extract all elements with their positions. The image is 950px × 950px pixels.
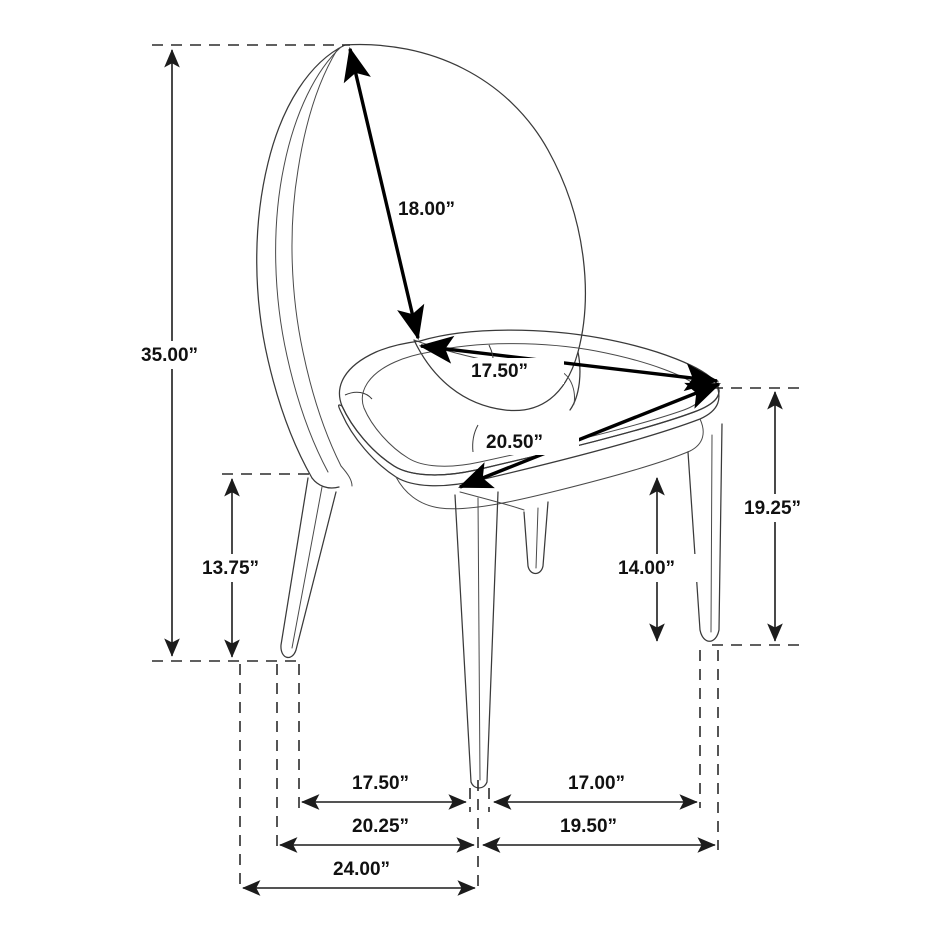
- dim-footprint-row-inner: 17.50” 17.00”: [301, 773, 698, 810]
- dim-seat-width: 20.50”: [458, 382, 721, 489]
- dim-seat-height-right-label-bg: [740, 494, 826, 522]
- dim-seat-depth-label-bg: [468, 358, 564, 384]
- seat-apron-lower-band-left: [395, 476, 561, 510]
- front-right-leg-inner: [710, 434, 713, 633]
- back-stile-left-inner: [340, 465, 353, 487]
- backrest-frame-middle: [275, 46, 342, 473]
- backrest-frame-inner: [291, 49, 342, 467]
- dim-seat-width-line: [458, 382, 721, 489]
- dim-seat-width-label-bg: [483, 429, 579, 455]
- rear-left-leg-inner: [291, 486, 323, 649]
- dim-back-height-line: [343, 47, 425, 340]
- backrest-frame-outer: [256, 44, 346, 479]
- stile-detail-curl: [344, 391, 373, 400]
- dim-footprint-left-mid-label: 20.25”: [352, 816, 409, 837]
- extension-lines: [152, 44, 800, 892]
- dim-back-height: 18.00”: [343, 47, 473, 340]
- dim-rear-leg-height: 13.75”: [198, 478, 284, 658]
- dim-footprint-left-inner-label: 17.50”: [352, 773, 409, 794]
- dim-seat-height-front-label: 14.00”: [618, 558, 675, 579]
- rear-right-leg-inner: [535, 507, 539, 569]
- dim-rear-leg-height-label: 13.75”: [202, 558, 259, 579]
- dim-footprint-row-overall: 24.00”: [242, 859, 476, 896]
- dim-seat-depth-label: 17.50”: [471, 361, 528, 382]
- dim-seat-height-right-label: 19.25”: [744, 498, 801, 519]
- dim-footprint-row-mid: 20.25” 19.50”: [279, 816, 716, 853]
- chair-illustration: [256, 43, 723, 789]
- dim-footprint-overall-label: 24.00”: [333, 859, 390, 880]
- rear-right-leg: [523, 501, 549, 575]
- dim-seat-width-label: 20.50”: [486, 432, 543, 453]
- dim-overall-height-label: 35.00”: [141, 345, 198, 366]
- dim-seat-depth: 17.50”: [418, 335, 720, 392]
- dim-seat-depth-line: [418, 335, 720, 392]
- dim-seat-height-front: 14.00”: [614, 477, 700, 642]
- dim-back-height-label-bg: [395, 196, 473, 222]
- dim-seat-width-leader: [472, 424, 479, 453]
- dim-seat-height-right: 19.25”: [740, 391, 826, 642]
- rear-left-leg: [280, 477, 337, 659]
- front-center-leg: [454, 491, 499, 789]
- dim-footprint-right-mid-label: 19.50”: [560, 816, 617, 837]
- dim-overall-height: 35.00”: [136, 49, 222, 657]
- dim-seat-height-front-label-bg: [614, 554, 700, 582]
- front-center-leg-inner: [477, 497, 481, 781]
- back-stile-left: [311, 477, 340, 489]
- dim-overall-height-label-bg: [136, 341, 222, 369]
- dim-rear-leg-height-label-bg: [198, 554, 284, 582]
- dim-footprint-right-inner-label: 17.00”: [568, 773, 625, 794]
- seat-underside-hint: [459, 491, 525, 511]
- dim-back-height-label: 18.00”: [398, 199, 455, 220]
- front-right-leg: [687, 423, 723, 642]
